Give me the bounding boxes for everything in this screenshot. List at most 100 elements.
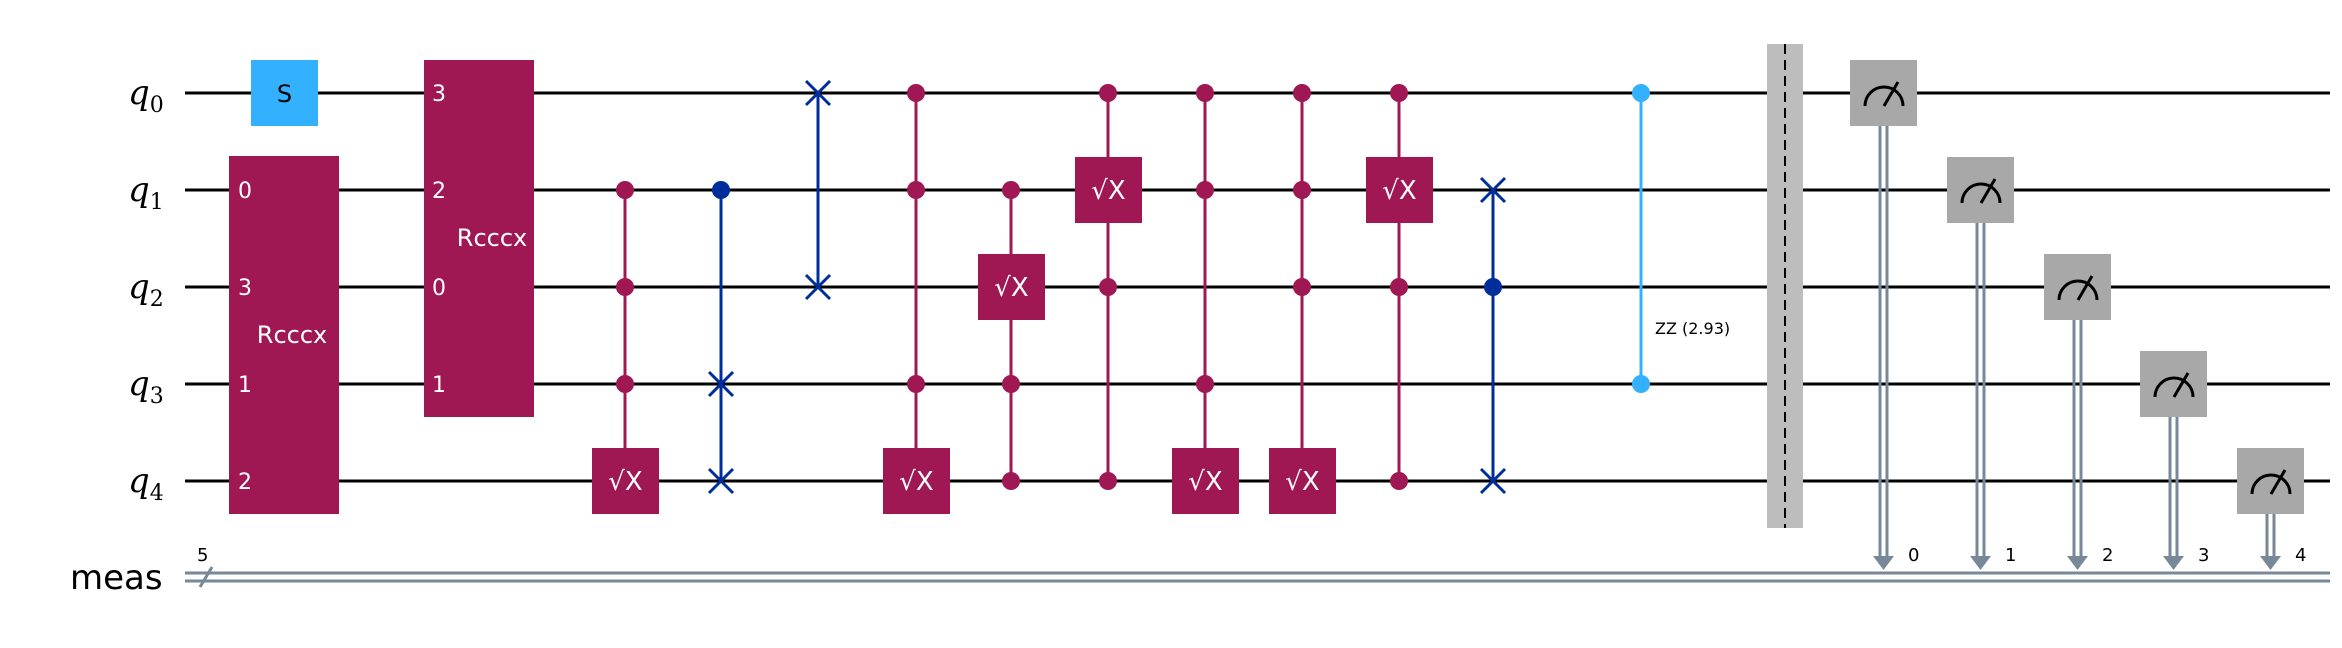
rcccx-gate-1: Rcccx 0 3 1 2: [229, 156, 339, 514]
cswap-gate-b: [707, 181, 735, 495]
c3sx-gate-g: √X: [1172, 84, 1239, 514]
control-dot: [1293, 84, 1311, 102]
control-dot: [1002, 375, 1020, 393]
meter-needle: [1979, 178, 1997, 204]
measure-box: [1850, 60, 1917, 126]
rcccx-gate-2-pin-q1: 2: [432, 179, 446, 204]
control-dot: [907, 375, 925, 393]
rzz-gate: ZZ (2.93): [1632, 84, 1730, 393]
measure-box: [2140, 351, 2207, 417]
measure-bit-label: 3: [2198, 545, 2209, 566]
measure-box: [1947, 157, 2014, 223]
meter-needle: [1882, 81, 1900, 107]
sqrt-x-label: √X: [994, 273, 1028, 303]
s-gate-box: [251, 60, 318, 126]
measure-box: [2237, 448, 2304, 514]
control-dot: [1632, 84, 1650, 102]
meter-icon: [1863, 85, 1905, 107]
measure-bit-label: 4: [2295, 545, 2306, 566]
control-dot: [1099, 472, 1117, 490]
measure-arrow: [2163, 556, 2184, 570]
control-dot: [1293, 278, 1311, 296]
meter-needle: [2269, 469, 2287, 495]
swap-cross: [1479, 176, 1507, 204]
sqrt-x-box: [1172, 448, 1239, 514]
control-dot: [1390, 472, 1408, 490]
meter-icon: [2250, 473, 2292, 495]
measure-bit-label: 0: [1908, 545, 1919, 566]
control-dot: [1390, 84, 1408, 102]
sqrt-x-label: √X: [1382, 176, 1416, 206]
sqrt-x-label: √X: [608, 467, 642, 497]
rcccx-gate-1-pin-q1: 0: [238, 179, 252, 204]
s-gate-label: S: [277, 80, 292, 108]
control-dot: [1632, 375, 1650, 393]
measure-bit-label: 2: [2102, 545, 2113, 566]
sqrt-x-box: [1366, 157, 1433, 223]
measure-box: [2044, 254, 2111, 320]
meter-needle: [2076, 275, 2094, 301]
measure-arrow: [2260, 556, 2281, 570]
rcccx-gate-2-pin-q3: 1: [432, 373, 446, 398]
control-dot: [1099, 84, 1117, 102]
rcccx-gate-1-box: [229, 156, 339, 514]
qubit-labels: q0 q1 q2 q3 q4 meas: [70, 73, 164, 598]
control-dot: [616, 375, 634, 393]
qubit-label-q1: q1: [128, 170, 164, 215]
measure-arrow: [1970, 556, 1991, 570]
swap-cross: [707, 370, 735, 398]
measure-arrow: [2067, 556, 2088, 570]
control-dot: [1196, 84, 1214, 102]
classical-width-label: 5: [197, 545, 208, 566]
c3sx-gate-i: √X: [1366, 84, 1433, 490]
rcccx-gate-2: Rcccx 3 2 0 1: [424, 60, 534, 417]
c3sx-gate-h: √X: [1269, 84, 1336, 514]
classical-width-slash: [198, 566, 214, 588]
sqrt-x-label: √X: [1091, 176, 1125, 206]
sqrt-x-box: [1075, 157, 1142, 223]
s-gate: S: [251, 60, 318, 126]
control-dot: [616, 181, 634, 199]
control-dot: [1196, 375, 1214, 393]
control-dot: [1293, 181, 1311, 199]
rcccx-gate-1-pin-q3: 1: [238, 373, 252, 398]
control-dot: [1484, 278, 1502, 296]
sqrt-x-label: √X: [899, 467, 933, 497]
swap-cross: [804, 79, 832, 107]
control-dot: [1002, 472, 1020, 490]
swap-cross: [1479, 467, 1507, 495]
meter-icon: [2057, 279, 2099, 301]
swap-cross: [804, 273, 832, 301]
control-dot: [1099, 278, 1117, 296]
rcccx-gate-2-pin-q2: 0: [432, 276, 446, 301]
c3sx-gate-d: √X: [883, 84, 950, 514]
rcccx-gate-1-label: Rcccx: [257, 321, 327, 349]
measure-gate-q4: 4: [2237, 448, 2306, 570]
classical-register-wire: 5: [185, 545, 2330, 588]
swap-gate-c: [804, 79, 832, 301]
control-dot: [907, 84, 925, 102]
control-dot: [1002, 181, 1020, 199]
swap-cross: [707, 467, 735, 495]
qubit-label-q0: q0: [128, 73, 164, 118]
sqrt-x-box: [883, 448, 950, 514]
measurements: 0 1 2 3: [1850, 60, 2306, 570]
measure-bit-label: 1: [2005, 545, 2016, 566]
c3sx-gate-f: √X: [1075, 84, 1142, 490]
measure-gate-q2: 2: [2044, 254, 2113, 570]
rcccx-gate-2-pin-q0: 3: [432, 82, 446, 107]
rzz-gate-label: ZZ (2.93): [1655, 319, 1730, 338]
classical-register-label: meas: [70, 558, 163, 598]
sqrt-x-label: √X: [1285, 467, 1319, 497]
measure-gate-q1: 1: [1947, 157, 2016, 570]
meter-icon: [1960, 182, 2002, 204]
control-dot: [616, 278, 634, 296]
control-dot: [1390, 278, 1408, 296]
rcccx-gate-2-label: Rcccx: [457, 224, 527, 252]
control-dot: [907, 181, 925, 199]
rcccx-gate-1-pin-q2: 3: [238, 276, 252, 301]
sqrt-x-box: [592, 448, 659, 514]
c3sx-gate-e: √X: [978, 181, 1045, 490]
control-dot: [1196, 181, 1214, 199]
